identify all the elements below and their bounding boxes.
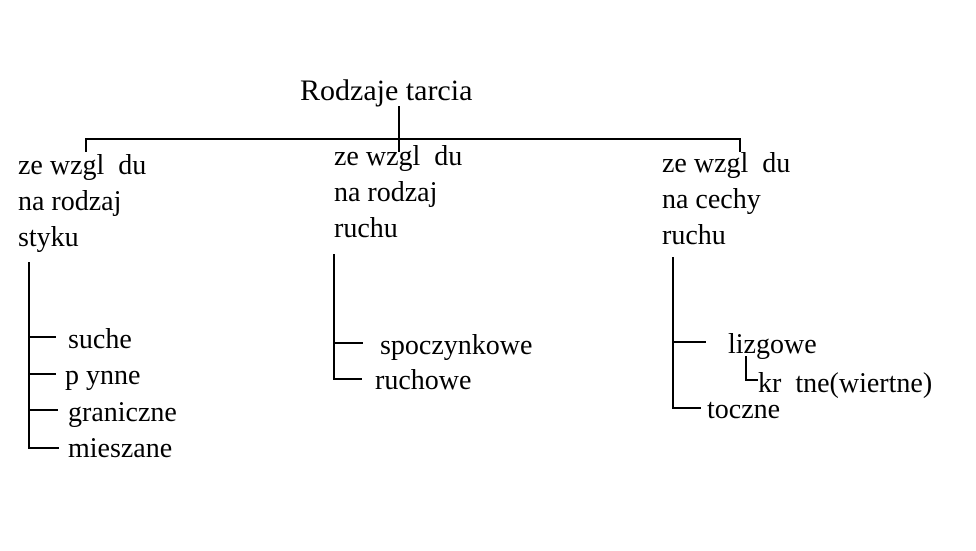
leaf-label-suche: suche [68, 324, 132, 355]
leaf-label-spoczynkowe: spoczynkowe [380, 330, 533, 361]
leaf-label-kretne-wiertne: kr tne(wiertne) [758, 368, 933, 399]
branch1-vertical-line [28, 262, 30, 449]
diagram-root-title: Rodzaje tarcia [300, 74, 473, 107]
branch2-tick-spoczynkowe [333, 342, 363, 344]
branch2-vertical-line [333, 254, 335, 380]
branch2-tick-ruchowe [333, 378, 362, 380]
branch1-tick-suche [28, 336, 56, 338]
branch1-tick-plynne [28, 373, 56, 375]
subbranch-kretne-vertical-line [745, 356, 747, 381]
root-stem-line [398, 106, 400, 152]
branch-label-motion-type: ze wzgl du na rodzaj ruchu [334, 141, 463, 244]
branch1-tick-graniczne [28, 409, 58, 411]
branch3-tick-toczne [672, 407, 701, 409]
left-branch-drop-line [85, 138, 87, 152]
leaf-label-ruchowe: ruchowe [375, 365, 472, 396]
leaf-label-graniczne: graniczne [68, 397, 177, 428]
branch1-tick-mieszane [28, 447, 59, 449]
branch-label-contact-type: ze wzgl du na rodzaj styku [18, 150, 147, 253]
leaf-label-mieszane: mieszane [68, 433, 173, 464]
leaf-label-plynne: p ynne [65, 360, 141, 391]
branch3-tick-lizgowe [672, 341, 706, 343]
leaf-label-toczne: toczne [707, 394, 781, 425]
right-branch-drop-line [739, 138, 741, 152]
branch3-vertical-line [672, 257, 674, 409]
subbranch-kretne-horizontal-line [745, 379, 758, 381]
leaf-label-lizgowe: lizgowe [728, 329, 817, 360]
top-horizontal-line [85, 138, 741, 140]
branch-label-motion-features: ze wzgl du na cechy ruchu [662, 148, 791, 251]
